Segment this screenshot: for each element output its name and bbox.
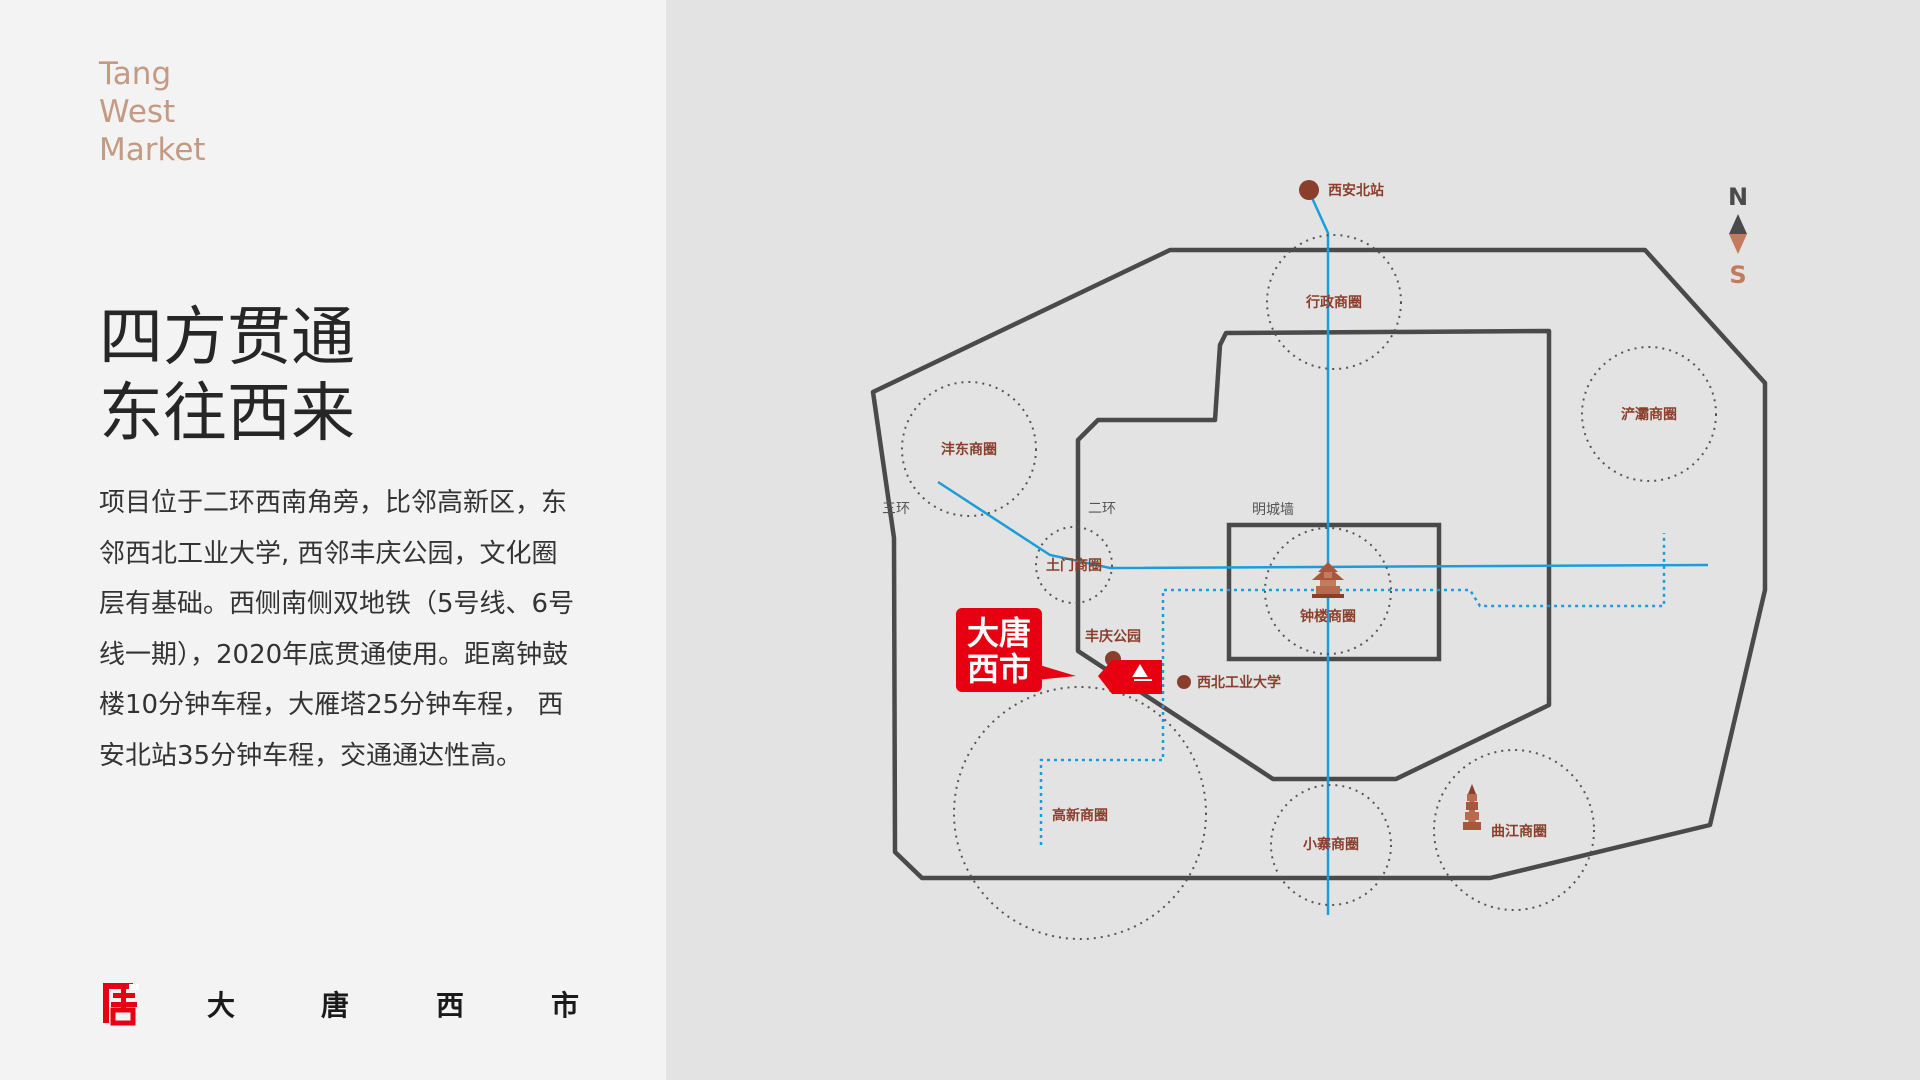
project-location-marker: 大唐 西市 <box>956 608 1076 692</box>
brand-word-1: Tang <box>99 56 172 92</box>
second-ring-road <box>1075 328 1552 782</box>
label-tumen: 土门商圈 <box>1046 557 1102 574</box>
label-xiaozhai: 小寨商圈 <box>1303 836 1359 853</box>
compass-south-label: S <box>1729 261 1746 289</box>
pagoda-icon <box>1463 784 1481 830</box>
bell-tower-icon <box>1312 562 1344 598</box>
label-third-ring: 三环 <box>882 501 910 517</box>
third-ring-road <box>870 247 1768 881</box>
circle-chanba <box>1581 346 1717 482</box>
brand-word-2: West <box>99 94 176 130</box>
metro-line-east-west <box>937 480 1709 570</box>
poi-dot-nwpu <box>1177 675 1191 689</box>
tang-logo-icon <box>103 983 139 1026</box>
label-xingzheng: 行政商圈 <box>1305 294 1362 311</box>
metro-line-north-south <box>1306 188 1330 915</box>
city-wall <box>1226 522 1442 662</box>
map-panel <box>666 0 1920 1080</box>
metro-line-5-dotted <box>1039 533 1666 845</box>
footer-brand: 大 唐 西 市 <box>99 980 589 1030</box>
footer-char-tang: 唐 <box>321 989 350 1022</box>
info-panel: Tang West Market 四方贯通 东往西来 项目位于二环西南角旁，比邻… <box>0 0 666 1080</box>
description-text: 项目位于二环西南角旁，比邻高新区，东邻西北工业大学, 西邻丰庆公园，文化圈层有基… <box>99 488 575 771</box>
footer-char-shi: 市 <box>551 989 580 1022</box>
label-zhonglou: 钟楼商圈 <box>1300 608 1356 625</box>
project-flag-icon <box>1098 660 1162 694</box>
circle-xiaozhai <box>1270 784 1392 906</box>
compass-icon: N S <box>1728 183 1748 289</box>
title-line-1: 四方贯通 <box>99 301 355 375</box>
label-fengdong: 沣东商圈 <box>941 441 997 458</box>
brand-word-3: Market <box>99 132 206 168</box>
title-line-2: 东往西来 <box>99 377 355 451</box>
circle-qujiang <box>1433 749 1595 911</box>
marker-text-line-1: 大唐 <box>967 614 1031 652</box>
footer-char-da: 大 <box>207 989 236 1022</box>
label-city-wall: 明城墙 <box>1252 502 1294 518</box>
label-chanba: 浐灞商圈 <box>1621 406 1677 423</box>
footer-char-xi: 西 <box>436 989 465 1022</box>
label-qujiang: 曲江商圈 <box>1491 823 1547 840</box>
label-gaoxin: 高新商圈 <box>1052 807 1108 824</box>
poi-dot-north-station <box>1299 180 1319 200</box>
label-north-station: 西安北站 <box>1328 182 1384 199</box>
circle-zhonglou <box>1264 527 1392 655</box>
brand-english-name: Tang West Market <box>99 55 206 169</box>
circle-fengdong <box>901 381 1037 517</box>
label-nwpu: 西北工业大学 <box>1197 674 1281 691</box>
label-fengqing-park: 丰庆公园 <box>1085 628 1141 645</box>
circle-gaoxin <box>953 686 1207 940</box>
circle-xingzheng <box>1266 234 1402 370</box>
page-title: 四方贯通 东往西来 <box>99 300 355 452</box>
label-second-ring: 二环 <box>1088 501 1116 517</box>
marker-text-line-2: 西市 <box>967 650 1031 688</box>
compass-north-label: N <box>1728 183 1748 211</box>
circle-tumen <box>1035 526 1113 604</box>
